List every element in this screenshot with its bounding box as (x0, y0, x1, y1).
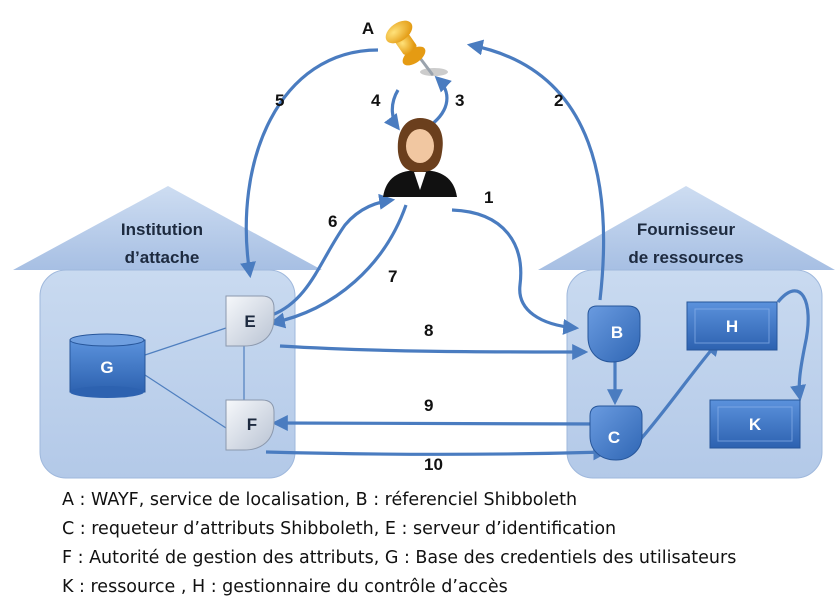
step-label-10: 10 (424, 455, 443, 474)
pushpin-icon (385, 20, 448, 76)
shibboleth-diagram: Institution d’attache Fournisseur de res… (13, 19, 835, 479)
node-g (69, 333, 146, 398)
node-e (225, 295, 275, 347)
node-h (686, 301, 778, 351)
node-label-b: B (611, 323, 623, 342)
institution-title-line1: Institution (121, 220, 203, 239)
arrow-6 (271, 193, 396, 317)
arrow-9 (271, 415, 603, 432)
legend-line-1: A : WAYF, service de localisation, B : r… (62, 490, 578, 510)
arrow-c-h (638, 339, 721, 442)
node-label-h: H (726, 317, 738, 336)
internal-links (144, 327, 245, 429)
node-c (589, 405, 643, 461)
node-label-g: G (100, 358, 113, 377)
arrow-4 (383, 89, 400, 131)
arrow-7 (268, 204, 408, 329)
step-label-7: 7 (388, 267, 397, 286)
institution-title-line2: d’attache (125, 248, 200, 267)
node-label-e: E (244, 312, 255, 331)
step-label-1: 1 (484, 188, 493, 207)
legend-line-3: F : Autorité de gestion des attributs, G… (62, 548, 737, 568)
provider-title-line2: de ressources (628, 248, 743, 267)
node-label-a: A (362, 19, 374, 38)
provider-title-line1: Fournisseur (637, 220, 736, 239)
arrow-8 (279, 343, 589, 360)
arrow-1 (451, 208, 580, 335)
step-label-3: 3 (455, 91, 464, 110)
user-person-icon (383, 118, 457, 197)
step-label-4: 4 (371, 91, 381, 110)
step-label-2: 2 (554, 91, 563, 110)
flow-arrows (240, 39, 810, 461)
node-label-f: F (247, 415, 257, 434)
node-label-c: C (608, 428, 620, 447)
arrow-10 (265, 444, 610, 461)
arrow-5 (240, 48, 379, 279)
node-k (709, 399, 801, 449)
step-label-6: 6 (328, 212, 337, 231)
arrow-2 (466, 39, 606, 301)
legend-line-4: K : ressource , H : gestionnaire du cont… (62, 577, 508, 597)
node-label-k: K (749, 415, 762, 434)
node-f (225, 399, 275, 451)
step-label-5: 5 (275, 91, 284, 110)
arrow-h-k (776, 289, 810, 402)
legend: A : WAYF, service de localisation, B : r… (62, 486, 736, 602)
node-b (587, 305, 641, 363)
arrow-3 (429, 75, 452, 127)
step-label-9: 9 (424, 396, 433, 415)
legend-line-2: C : requeteur d’attributs Shibboleth, E … (62, 519, 617, 539)
step-label-8: 8 (424, 321, 433, 340)
